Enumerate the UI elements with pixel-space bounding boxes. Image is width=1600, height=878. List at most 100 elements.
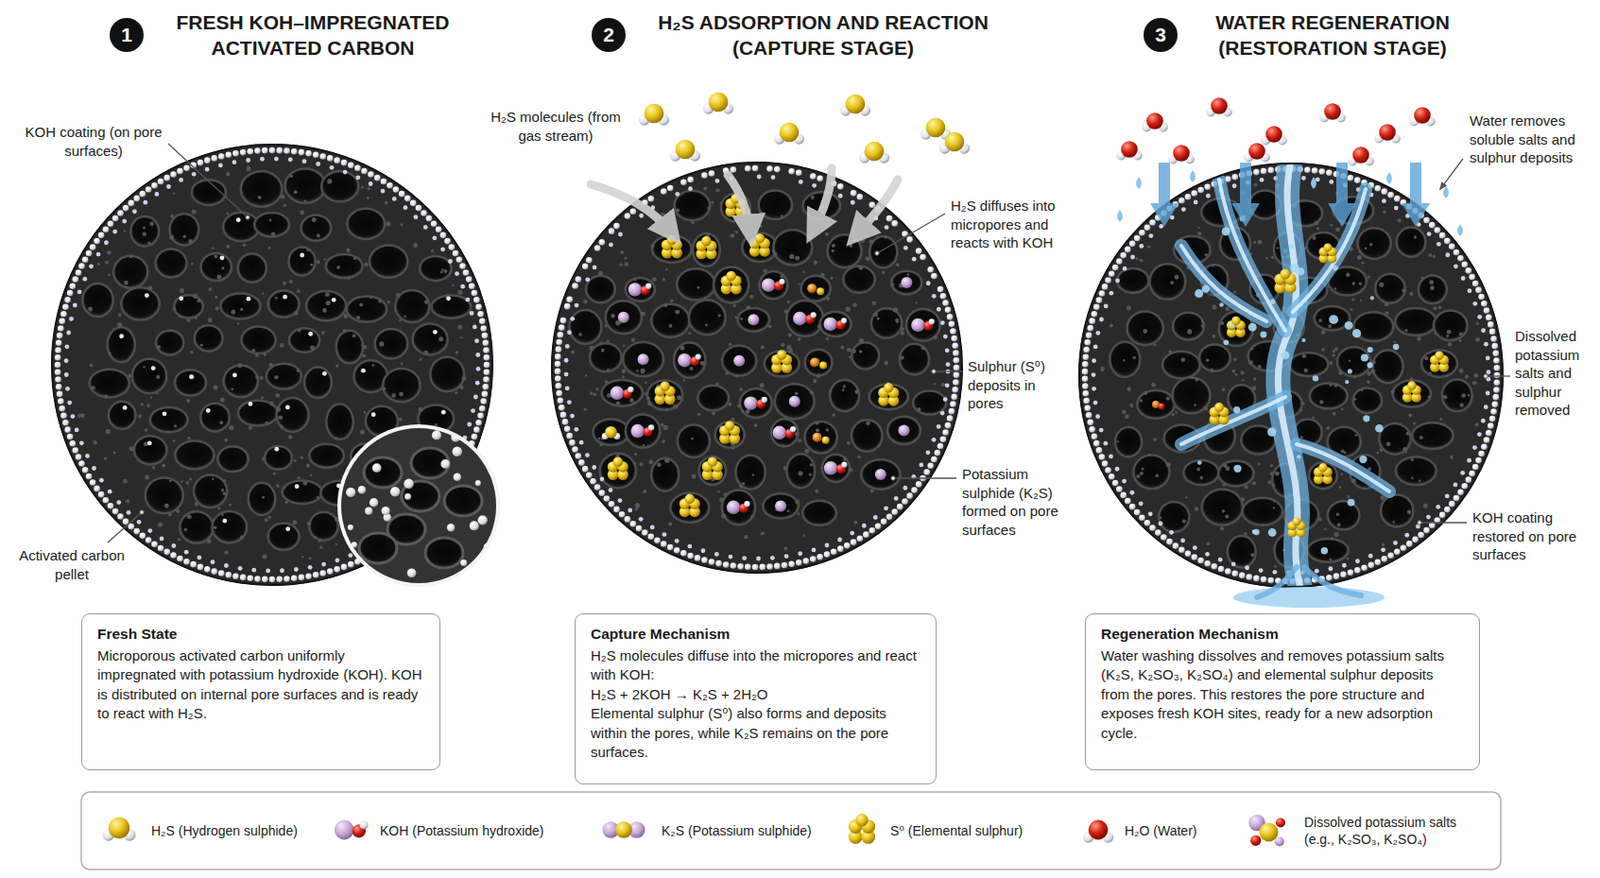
texture-dot	[1370, 369, 1376, 375]
koh-coating-dot	[56, 391, 64, 398]
koh-coating-dot	[1231, 562, 1237, 568]
koh-coating-dot	[1154, 529, 1162, 536]
koh-coating-dot	[107, 489, 113, 495]
texture-dot	[1410, 477, 1414, 481]
koh-coating-dot	[940, 292, 947, 300]
texture-dot	[326, 300, 331, 306]
koh-coating-dot	[145, 536, 153, 544]
koh-coating-dot	[225, 151, 233, 158]
koh-coating-dot	[715, 178, 721, 184]
koh-coating-dot	[386, 182, 394, 190]
pore	[1308, 462, 1338, 489]
water-droplet	[1197, 460, 1203, 465]
pore	[1314, 306, 1351, 331]
pore	[363, 457, 402, 488]
texture-dot	[189, 477, 192, 481]
texture-dot	[1429, 285, 1435, 291]
texture-dot	[398, 392, 404, 397]
texture-dot	[1319, 399, 1324, 404]
koh-coating-dot	[308, 565, 313, 570]
koh-coating-dot	[662, 532, 668, 537]
texture-dot	[1270, 471, 1274, 476]
texture-dot	[890, 282, 895, 287]
pore	[738, 308, 771, 332]
texture-dot	[1195, 378, 1200, 382]
pore	[1395, 456, 1437, 485]
texture-dot	[123, 229, 126, 232]
texture-dot	[345, 248, 350, 253]
koh-coating-dot	[103, 225, 110, 233]
koh-coating-dot	[1435, 504, 1441, 510]
koh-coating-dot	[1465, 267, 1473, 275]
texture-dot	[624, 261, 629, 266]
koh-coating-dot	[756, 174, 762, 180]
koh-coating-dot	[1119, 492, 1127, 499]
koh-dot	[248, 401, 254, 407]
texture-dot	[106, 250, 112, 256]
texture-dot	[434, 423, 438, 427]
texture-dot	[1382, 209, 1387, 214]
koh-coating-dot	[1492, 401, 1499, 409]
pore	[1421, 349, 1458, 378]
koh-coating-dot	[319, 569, 327, 577]
texture-dot	[1472, 380, 1478, 386]
pore	[871, 308, 903, 339]
texture-dot	[817, 324, 823, 329]
pore	[739, 388, 773, 418]
koh-coating-dot	[463, 269, 470, 276]
koh-coating-dot	[1115, 278, 1120, 284]
koh-coating-dot	[708, 558, 716, 566]
koh-coating-dot	[1099, 428, 1104, 433]
koh-coating-dot	[1122, 266, 1128, 272]
texture-dot	[1126, 305, 1132, 310]
texture-dot	[1273, 564, 1277, 568]
koh-coating-dot	[482, 346, 490, 354]
koh-coating-dot	[850, 189, 858, 197]
texture-dot	[1109, 323, 1114, 327]
texture-dot	[1321, 347, 1325, 352]
koh-coating-dot	[608, 227, 616, 235]
pore	[240, 171, 283, 207]
texture-dot	[604, 379, 608, 383]
texture-dot	[1359, 298, 1363, 302]
koh-coating-dot	[298, 574, 306, 582]
koh-coating-dot	[1445, 252, 1450, 258]
texture-dot	[1416, 336, 1421, 341]
koh-coating-dot	[1453, 482, 1459, 488]
texture-dot	[1187, 328, 1192, 334]
koh-coating-dot	[472, 325, 478, 330]
texture-dot	[1464, 374, 1469, 379]
texture-dot	[711, 412, 716, 416]
koh-coating-dot	[1417, 532, 1425, 539]
texture-dot	[77, 413, 82, 418]
pore	[698, 456, 726, 485]
texture-dot	[1225, 465, 1231, 471]
texture-dot	[1329, 223, 1333, 227]
koh-coating-dot	[410, 200, 417, 207]
pore	[155, 249, 188, 278]
pore	[321, 171, 359, 202]
koh-coating-dot	[232, 150, 240, 157]
koh-coating-dot	[630, 207, 637, 215]
koh-coating-dot	[204, 156, 211, 164]
koh-coating-dot	[475, 352, 481, 358]
koh-coating-dot	[1099, 453, 1106, 461]
texture-dot	[321, 330, 326, 335]
texture-dot	[589, 345, 595, 351]
texture-dot	[802, 533, 806, 537]
pore	[113, 256, 148, 289]
texture-dot	[782, 444, 786, 448]
koh-coating-dot	[454, 271, 460, 276]
texture-dot	[786, 344, 792, 350]
texture-dot	[703, 187, 707, 191]
koh-coating-dot	[477, 412, 484, 419]
koh-coating-dot	[275, 576, 283, 584]
koh-coating-dot	[555, 390, 563, 397]
texture-dot	[741, 481, 745, 485]
texture-dot	[451, 284, 455, 288]
koh-coating-dot	[1461, 482, 1468, 490]
pore	[1378, 423, 1411, 455]
pore	[89, 369, 130, 398]
pore	[1394, 308, 1437, 336]
texture-dot	[754, 423, 758, 428]
